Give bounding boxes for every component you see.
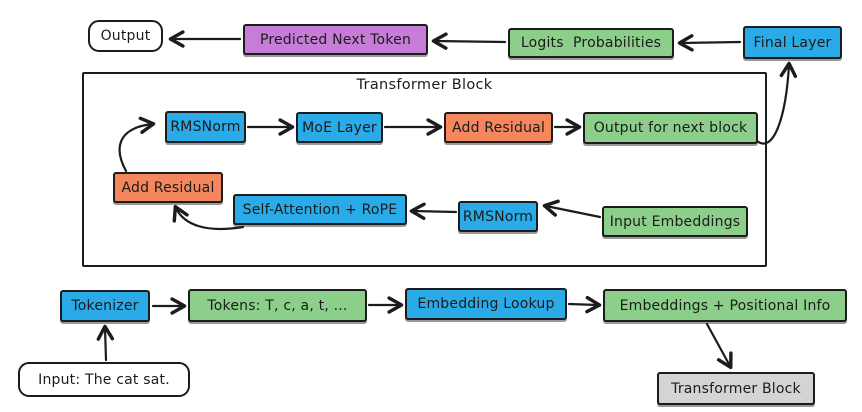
- rmsnorm-bottom-node: RMSNorm: [458, 201, 538, 232]
- rmsnorm-top-node: RMSNorm: [165, 111, 246, 143]
- transformer-block-container: Transformer Block: [82, 72, 767, 267]
- final-layer-node: Final Layer: [743, 26, 842, 59]
- arrow-embpos-to-transformer-block: [705, 322, 733, 370]
- add-residual-top-node: Add Residual: [444, 112, 553, 143]
- arrow-input-to-tokenizer: [96, 324, 115, 362]
- input-text-node: Input: The cat sat.: [18, 362, 190, 397]
- embeddings-positional-info-node: Embeddings + Positional Info: [603, 289, 847, 322]
- transformer-block-title: Transformer Block: [356, 77, 493, 93]
- arrow-embedding-lookup-to-embpos: [567, 295, 602, 314]
- input-embeddings-node: Input Embeddings: [602, 206, 748, 237]
- tokens-node: Tokens: T, c, a, t, ...: [188, 289, 367, 322]
- arrow-final-to-logits: [677, 34, 742, 52]
- transformer-block-ref-node: Transformer Block: [657, 372, 815, 405]
- logits-probabilities-node: Logits Probabilities: [508, 28, 674, 58]
- output-node: Output: [88, 20, 163, 52]
- self-attention-rope-node: Self-Attention + RoPE: [233, 194, 407, 225]
- add-residual-bottom-node: Add Residual: [113, 172, 223, 203]
- output-for-next-block-node: Output for next block: [583, 112, 758, 144]
- tokenizer-node: Tokenizer: [60, 290, 150, 322]
- moe-layer-node: MoE Layer: [296, 112, 383, 143]
- embedding-lookup-node: Embedding Lookup: [405, 288, 567, 320]
- predicted-next-token-node: Predicted Next Token: [243, 24, 428, 55]
- arrow-logits-to-predicted: [431, 32, 507, 50]
